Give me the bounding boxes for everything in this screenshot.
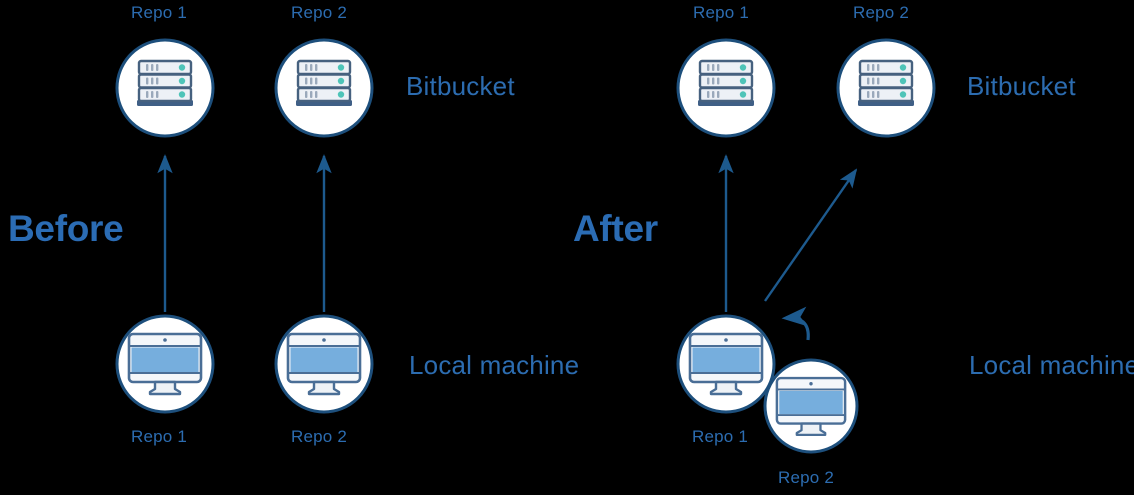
before-remote-repo-1-node [115, 38, 215, 138]
server-icon [856, 59, 916, 108]
server-icon [696, 59, 756, 108]
after-remote-repo-1-node [676, 38, 776, 138]
before-remote-repo-2-node [274, 38, 374, 138]
before-connections [157, 154, 332, 312]
arrow-local-repo2-to-local-repo1 [781, 306, 810, 341]
after-remote-repo-2-node [836, 38, 936, 138]
after-local-repo-1-node [676, 314, 776, 414]
server-icon [294, 59, 354, 108]
after-local-repo-2-node [763, 358, 859, 454]
before-local-repo-2-node [274, 314, 374, 414]
server-icon [135, 59, 195, 108]
after-connections [718, 154, 858, 341]
arrow-local-repo1-to-remote-repo2 [764, 168, 858, 302]
before-local-repo-1-node [115, 314, 215, 414]
